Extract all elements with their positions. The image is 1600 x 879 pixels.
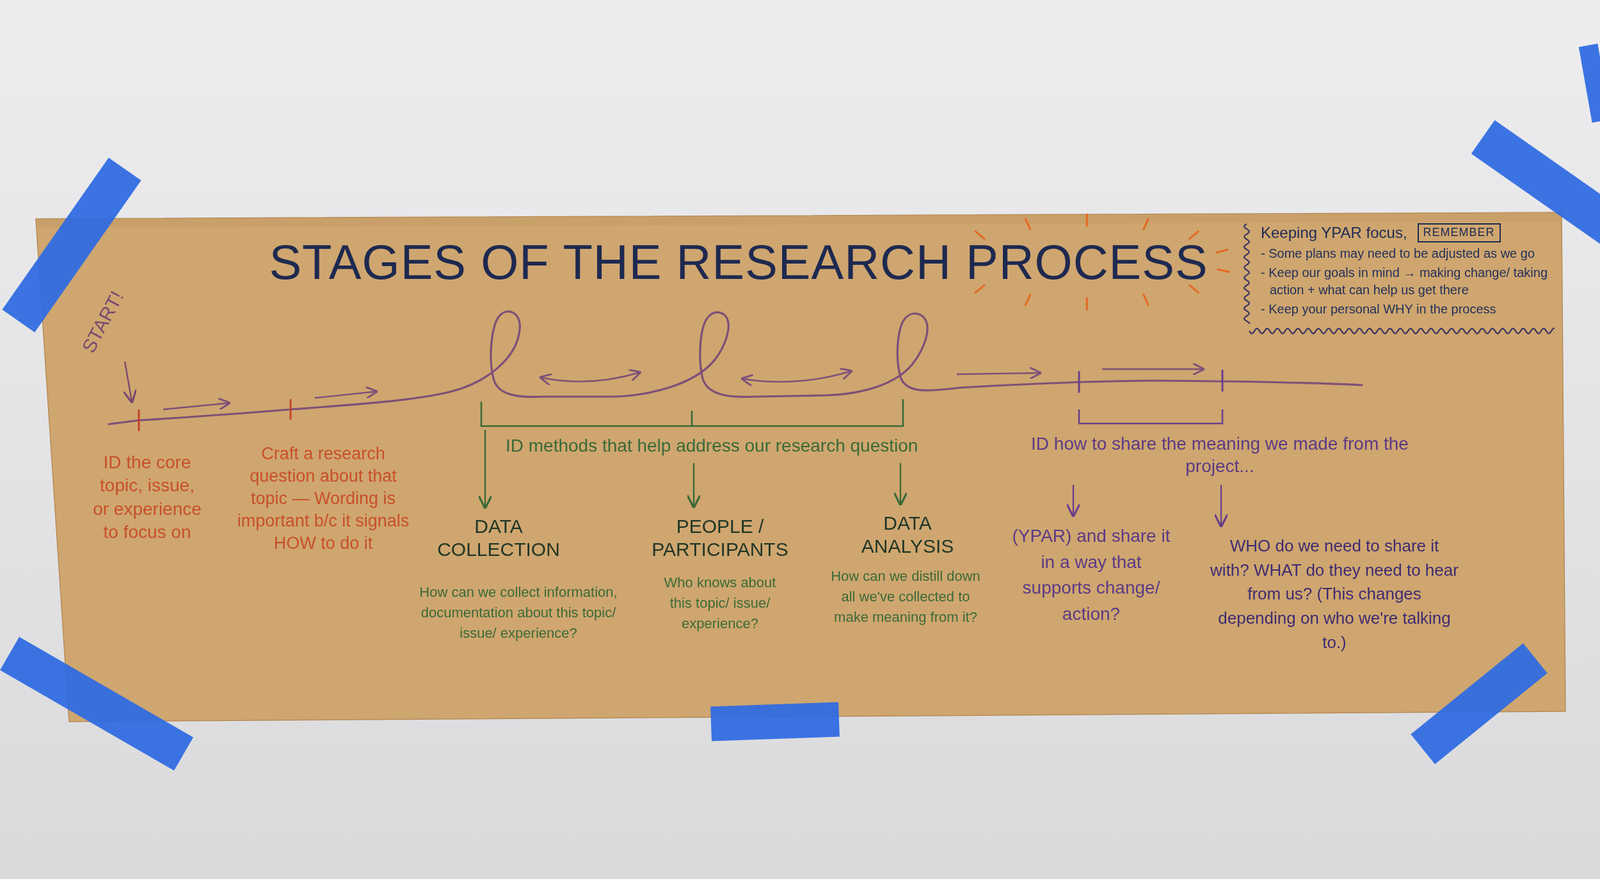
iterate-arrow [540, 372, 640, 382]
note-heading: Keeping YPAR focus, [1260, 222, 1408, 244]
note-line: - Keep your personal WHY in the process [1260, 300, 1556, 319]
blue-tape [1578, 43, 1600, 123]
stage-question: Who knows about this topic/ issue/ exper… [652, 572, 788, 635]
share-bracket [1079, 409, 1223, 424]
start-arrow [124, 361, 132, 402]
down-arrow [484, 430, 486, 508]
flow-arrow [1102, 368, 1204, 370]
title-ray [1217, 269, 1230, 272]
title-ray [1143, 218, 1149, 230]
reminder-note: Keeping YPAR focus, REMEMBER - Some plans … [1241, 221, 1559, 338]
flow-arrow [314, 391, 377, 399]
title-ray [1025, 295, 1031, 306]
title-ray [1143, 295, 1149, 306]
stage-heading: PEOPLE / PARTICIPANTS [636, 515, 804, 562]
blue-tape [710, 702, 840, 742]
down-arrow [693, 463, 695, 507]
timeline-line [108, 311, 1362, 425]
kraft-paper [35, 212, 1566, 722]
flow-arrow [956, 373, 1040, 375]
title-ray [1025, 218, 1031, 230]
note-line: - Some plans may need to be adjusted as … [1260, 245, 1556, 263]
wavy-line [1249, 328, 1555, 335]
remember-box: REMEMBER [1417, 223, 1501, 243]
flow-arrow [163, 403, 230, 410]
blue-tape [1410, 643, 1547, 765]
stage-note: ID the core topic, issue, or experience … [89, 451, 205, 545]
methods-bracket [481, 399, 904, 427]
stage-heading: DATA ANALYSIS [843, 512, 972, 559]
bracket-caption: ID methods that help address our researc… [505, 435, 992, 457]
note-heading: REMEMBER [1423, 225, 1496, 240]
stage-tick [1221, 369, 1224, 392]
title-ray [1216, 249, 1227, 253]
poster-title: STAGES OF THE RESEARCH PROCESS [268, 234, 1208, 290]
stage-heading: DATA COLLECTION [428, 515, 569, 562]
stage-question: (YPAR) and share it in a way that suppor… [1011, 523, 1172, 628]
stage-tick [1078, 371, 1081, 393]
stage-tick [289, 399, 292, 420]
blue-tape [0, 637, 194, 772]
down-arrow [1072, 485, 1074, 516]
bracket-caption: ID how to share the meaning we made from… [1021, 432, 1419, 478]
stage-note: Craft a research question about that top… [233, 442, 413, 555]
title-ray [1086, 214, 1088, 226]
start-marker: START! [77, 289, 127, 357]
stage-question: How can we distill down all we've collec… [825, 566, 986, 628]
stage-tick [138, 409, 141, 432]
stage-question: How can we collect information, document… [416, 582, 621, 644]
down-arrow [899, 463, 902, 505]
down-arrow [1220, 485, 1222, 527]
stage-question: WHO do we need to share it with? WHAT do… [1209, 534, 1460, 655]
wavy-line [1244, 224, 1250, 324]
note-line: - Keep our goals in mind → making change… [1260, 264, 1556, 299]
title-ray [1086, 298, 1088, 310]
iterate-arrow [742, 371, 852, 383]
